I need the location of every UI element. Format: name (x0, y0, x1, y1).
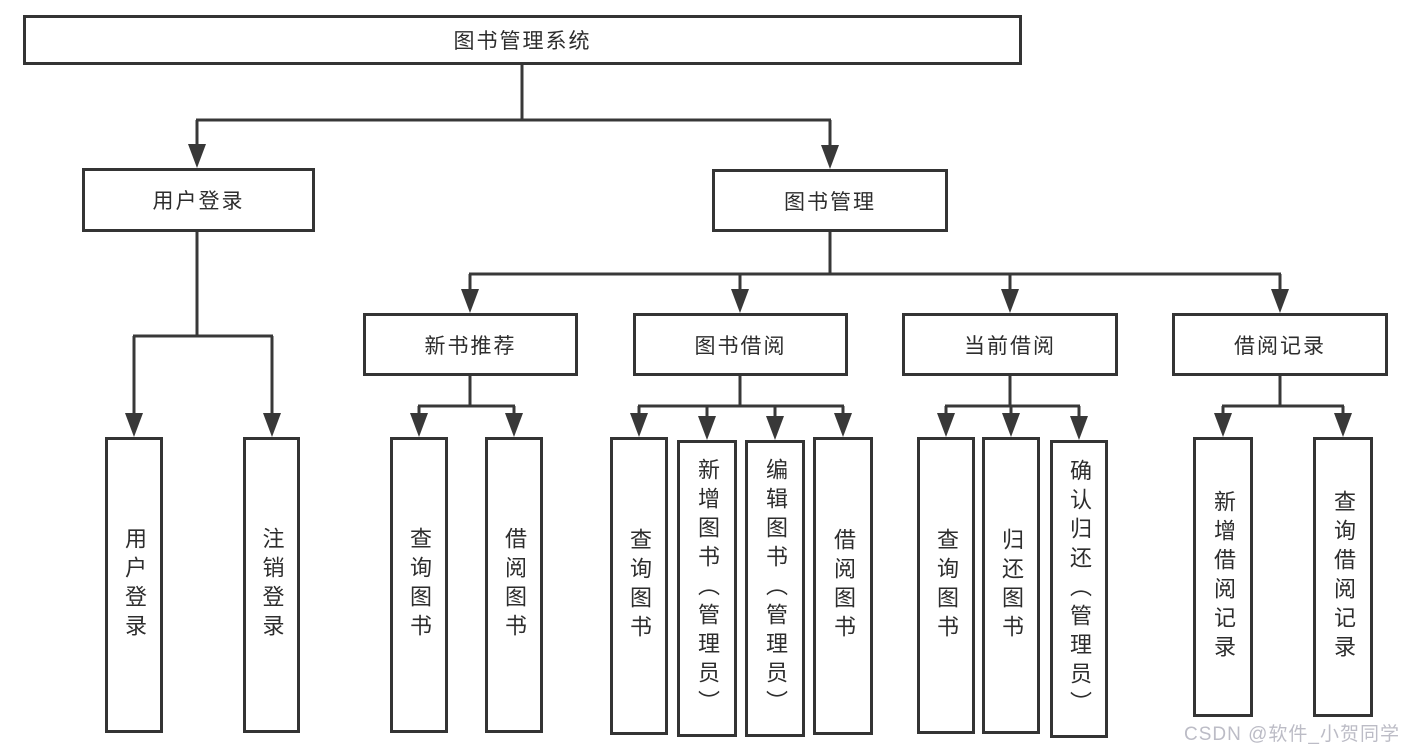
node-label: 图书管理系统 (453, 30, 592, 53)
node-label: 当前借阅 (964, 334, 1056, 358)
arrowhead (461, 289, 479, 313)
node-label: 查询图书 (934, 527, 959, 644)
node-label: 归还图书 (999, 527, 1024, 644)
node-label: 图书管理 (784, 190, 876, 214)
node-label: 确认归还（管理员） (1067, 458, 1092, 720)
arrowhead (698, 416, 716, 440)
node-label: 注销登录 (259, 527, 285, 643)
leaf-query-books-3: 查询图书 (917, 437, 975, 734)
arrowhead (630, 413, 648, 437)
arrowhead (410, 413, 428, 437)
arrowhead (766, 416, 784, 440)
leaf-confirm-return-admin: 确认归还（管理员） (1050, 440, 1108, 738)
leaf-borrow-books-2: 借阅图书 (813, 437, 873, 735)
node-current-borrow: 当前借阅 (902, 313, 1118, 376)
leaf-user-login: 用户登录 (105, 437, 163, 733)
node-label: 查询图书 (627, 528, 652, 644)
node-label: 借阅图书 (831, 528, 856, 644)
watermark: CSDN @软件_小贺同学 (1184, 724, 1400, 745)
node-user-login: 用户登录 (82, 168, 315, 232)
arrowhead (731, 289, 749, 313)
node-book-management: 图书管理 (712, 169, 948, 232)
node-label: 编辑图书（管理员） (763, 458, 788, 719)
arrowhead (821, 145, 839, 169)
arrowhead (1214, 413, 1232, 437)
node-label: 查询借阅记录 (1331, 490, 1356, 664)
arrowhead (125, 413, 143, 437)
node-book-borrow: 图书借阅 (633, 313, 848, 376)
leaf-query-borrow-record: 查询借阅记录 (1313, 437, 1373, 717)
node-borrow-records: 借阅记录 (1172, 313, 1388, 376)
leaf-query-books-1: 查询图书 (390, 437, 448, 733)
node-label: 查询图书 (407, 527, 432, 643)
leaf-query-books-2: 查询图书 (610, 437, 668, 735)
leaf-add-borrow-record: 新增借阅记录 (1193, 437, 1253, 717)
arrowhead (1334, 413, 1352, 437)
arrowhead (505, 413, 523, 437)
leaf-return-book: 归还图书 (982, 437, 1040, 734)
arrowhead (263, 413, 281, 437)
node-label: 新增图书（管理员） (695, 458, 720, 719)
arrowhead (1271, 289, 1289, 313)
node-label: 借阅图书 (502, 527, 527, 643)
node-label: 用户登录 (122, 527, 147, 643)
arrowhead (1001, 289, 1019, 313)
node-label: 新书推荐 (424, 334, 517, 358)
node-label: 用户登录 (152, 190, 245, 213)
arrowhead (834, 413, 852, 437)
leaf-borrow-books-1: 借阅图书 (485, 437, 543, 733)
arrowhead (188, 144, 206, 168)
arrowhead (1002, 413, 1020, 437)
node-label: 新增借阅记录 (1211, 490, 1236, 664)
leaf-add-book-admin: 新增图书（管理员） (677, 440, 737, 737)
leaf-edit-book-admin: 编辑图书（管理员） (745, 440, 805, 737)
arrowhead (937, 413, 955, 437)
arrowhead (1070, 416, 1088, 440)
leaf-logout: 注销登录 (243, 437, 300, 733)
node-label: 图书借阅 (694, 334, 787, 358)
arrowhead-icons (125, 144, 1352, 440)
node-label: 借阅记录 (1234, 334, 1326, 358)
node-root-library-system: 图书管理系统 (23, 15, 1022, 65)
node-new-book-recommend: 新书推荐 (363, 313, 578, 376)
connector-line (132, 65, 1345, 418)
